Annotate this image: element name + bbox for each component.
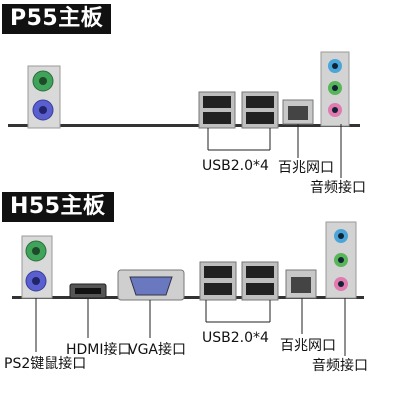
p55-lan-port [282,99,314,125]
h55-lan-label: 百兆网口 [280,338,336,354]
h55-usb-label: USB2.0*4 [202,330,269,346]
h55-hdmi-label: HDMI接口 [66,342,132,358]
p55-io-rail [8,124,360,127]
p55-title: P55主板 [2,4,112,34]
p55-usb-label: USB2.0*4 [202,158,269,174]
h55-io-rail [12,296,364,299]
h55-ps2-port [21,235,53,299]
p55-lan-label: 百兆网口 [278,160,334,176]
h55-vga-label: VGA接口 [128,342,187,358]
h55-ps2-label: PS2键鼠接口 [4,356,87,372]
p55-audio-label: 音频接口 [310,180,366,196]
p55-usb-ports [198,91,279,129]
h55-vga-port [117,269,185,301]
h55-audio-ports [325,221,357,299]
h55-usb-ports [199,261,279,301]
p55-audio-ports [320,51,350,127]
h55-lan-port [285,269,317,299]
p55-ps2-port [27,65,61,129]
h55-audio-label: 音频接口 [312,358,368,374]
h55-title: H55主板 [2,192,114,222]
h55-hdmi-port [69,283,107,299]
